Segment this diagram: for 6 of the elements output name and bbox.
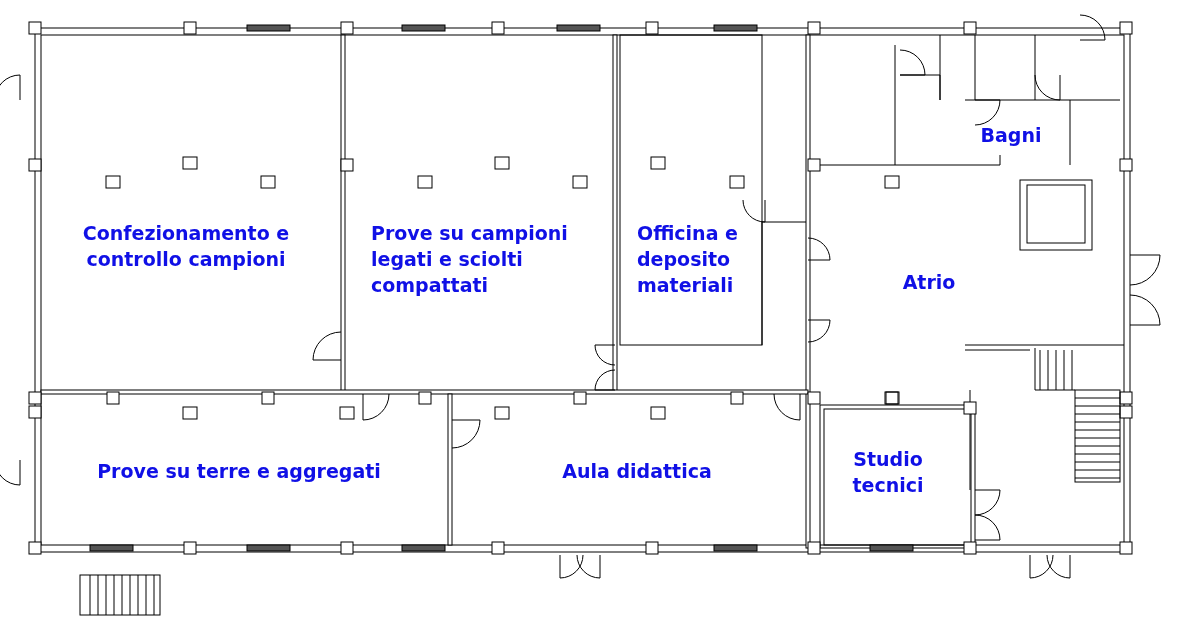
room-label: Aula didattica xyxy=(562,458,712,484)
room-label: Prove su campioni legati e sciolti compattati xyxy=(371,220,601,298)
room-label: Atrio xyxy=(902,269,956,295)
room-label: Confezionamento e controllo campioni xyxy=(61,220,311,272)
room-label: Prove su terre e aggregati xyxy=(97,458,381,484)
room-label: Bagni xyxy=(980,122,1042,148)
